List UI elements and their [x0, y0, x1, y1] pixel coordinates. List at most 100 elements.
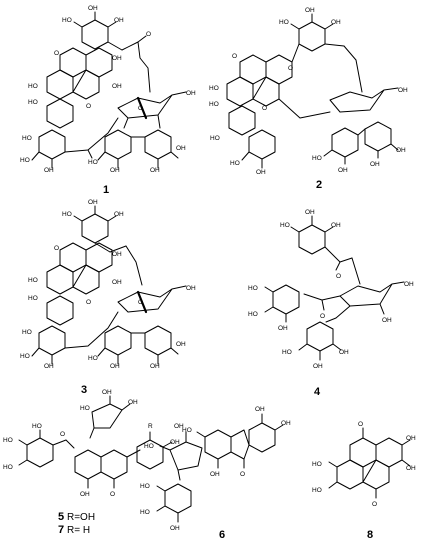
atom-oh: OH	[44, 363, 54, 370]
atom-ho: HO	[312, 487, 322, 494]
compound-label-3: 3	[81, 384, 87, 396]
atom-o: O	[336, 273, 341, 280]
atom-o: O	[138, 299, 143, 306]
atom-oh: OH	[176, 145, 186, 152]
atom-oh: OH	[110, 167, 120, 174]
atom-oh: OH	[256, 169, 266, 176]
atom-ho: HO	[3, 437, 13, 444]
atom-oh: OH	[80, 491, 90, 498]
atom-o: O	[60, 431, 65, 438]
atom-o: O	[54, 245, 59, 252]
atom-o: O	[54, 50, 59, 57]
atom-oh: OH	[114, 17, 124, 24]
atom-oh: OH	[331, 222, 341, 229]
substituent-note-7: R= H	[67, 525, 90, 536]
atom-o: O	[146, 31, 151, 38]
compound-label-2: 2	[316, 179, 322, 191]
atom-ho: HO	[62, 17, 72, 24]
atom-ho: HO	[230, 160, 240, 167]
atom-ho: HO	[140, 509, 150, 516]
atom-ho: HO	[62, 211, 72, 218]
atom-ho: HO	[312, 461, 322, 468]
atom-ho: HO	[28, 99, 38, 106]
atom-oh: OH	[331, 19, 341, 26]
atom-o: O	[86, 299, 91, 306]
atom-ho: HO	[248, 285, 258, 292]
atom-ho: HO	[88, 355, 98, 362]
atom-oh: OH	[338, 167, 348, 174]
substituent-r: R	[148, 423, 153, 430]
atom-oh: OH	[176, 341, 186, 348]
compound-2-atom-labels: OH OH HO O O HO HO O OH HO HO OH HO OH O…	[209, 7, 408, 176]
atom-ho: HO	[3, 464, 13, 471]
atom-o: O	[86, 103, 91, 110]
compound-2-structure	[226, 13, 399, 169]
atom-o: O	[232, 53, 237, 60]
atom-ho: HO	[80, 405, 90, 412]
atom-oh: OH	[186, 90, 196, 97]
atom-oh: OH	[114, 211, 124, 218]
compound-4-structure	[264, 215, 405, 361]
atom-ho: HO	[22, 135, 32, 142]
compound-3-structure	[31, 205, 187, 365]
atom-oh: OH	[112, 83, 122, 90]
atom-oh: OH	[281, 420, 291, 427]
atom-oh: OH	[255, 406, 265, 413]
atom-oh: OH	[210, 471, 220, 478]
compound-1-structure	[31, 11, 187, 169]
atom-oh: OH	[44, 167, 54, 174]
compound-4-atom-labels: OH HO OH O OH OH O HO HO OH HO OH OH	[248, 209, 414, 370]
atom-ho: HO	[140, 483, 150, 490]
atom-oh: OH	[382, 317, 392, 324]
atom-ho: HO	[28, 83, 38, 90]
atom-ho: HO	[144, 443, 154, 450]
atom-ho: HO	[210, 135, 220, 142]
compound-label-1: 1	[103, 184, 109, 196]
atom-oh: OH	[406, 435, 416, 442]
compound-5-structure	[18, 395, 173, 489]
compound-label-6: 6	[219, 529, 225, 541]
atom-o: O	[358, 421, 363, 428]
atom-oh: OH	[186, 285, 196, 292]
atom-ho: HO	[182, 427, 192, 434]
compound-8-structure	[328, 427, 411, 499]
atom-oh: OH	[112, 251, 122, 258]
atom-oh: OH	[313, 363, 323, 370]
atom-o: O	[288, 65, 293, 72]
atom-oh: OH	[170, 439, 180, 446]
atom-oh: OH	[404, 281, 414, 288]
atom-ho: HO	[248, 311, 258, 318]
atom-ho: HO	[32, 423, 42, 430]
atom-oh: OH	[110, 363, 120, 370]
atom-ho: HO	[282, 349, 292, 356]
compound-label-4: 4	[314, 386, 321, 398]
atom-oh: OH	[88, 5, 98, 12]
atom-ho: HO	[28, 277, 38, 284]
compound-5-atom-labels: OH OH HO HO HO HO O OH O OH R	[3, 389, 180, 498]
atom-oh: OH	[102, 389, 112, 396]
atom-oh: OH	[112, 55, 122, 62]
atom-oh: OH	[112, 279, 122, 286]
atom-ho: HO	[88, 159, 98, 166]
compound-1-atom-labels: OH OH HO O OH OH HO HO O O OH O HO HO OH…	[20, 5, 196, 174]
compound-8-atom-labels: O OH OH HO HO O	[312, 421, 416, 508]
atom-o: O	[110, 491, 115, 498]
atom-oh: OH	[88, 199, 98, 206]
atom-ho: HO	[20, 157, 30, 164]
atom-o: O	[372, 501, 377, 508]
compound-6-atom-labels: OH OH HO OH HO OH O HO HO OH	[140, 406, 291, 532]
atom-ho: HO	[209, 101, 219, 108]
compound-5-7-legend: 5 R=OH 7 R= H	[58, 511, 95, 536]
atom-oh: OH	[305, 7, 315, 14]
atom-oh: OH	[278, 325, 288, 332]
substituent-note-5: R=OH	[67, 512, 95, 523]
atom-ho: HO	[20, 353, 30, 360]
compound-label-7: 7	[58, 524, 64, 536]
atom-oh: OH	[150, 363, 160, 370]
atom-oh: OH	[406, 465, 416, 472]
atom-o: O	[320, 313, 325, 320]
atom-oh: OH	[396, 147, 406, 154]
atom-oh: OH	[370, 161, 380, 168]
atom-oh: OH	[174, 423, 184, 430]
